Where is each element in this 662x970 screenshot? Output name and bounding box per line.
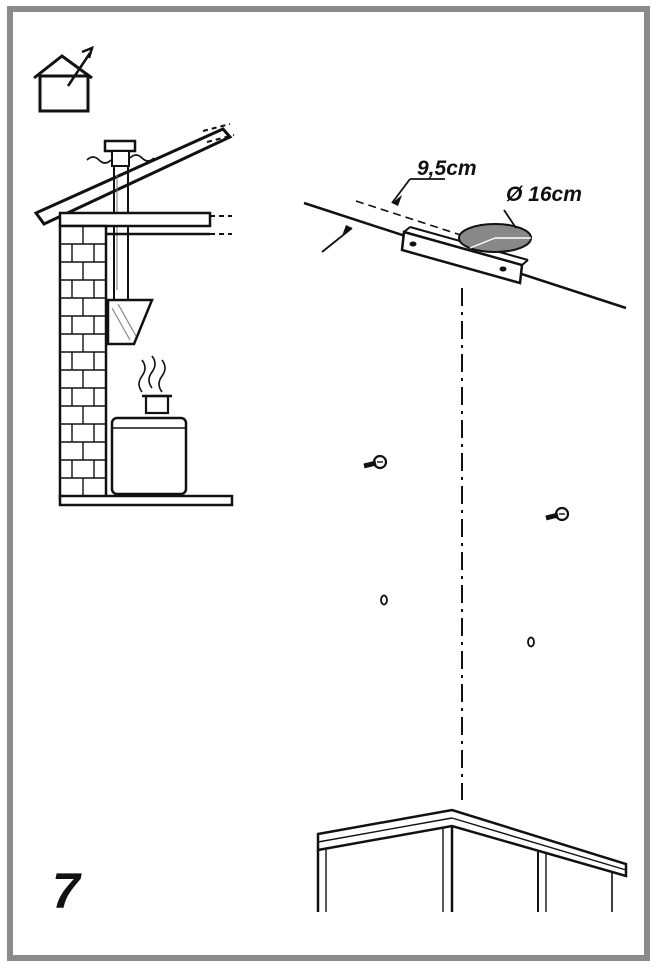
duct-diameter-label: Ø 16cm	[506, 183, 582, 206]
ducted-outside-vent-house-icon	[33, 45, 94, 113]
offset-dimension-label: 9,5cm	[417, 157, 477, 180]
screw-left-icon	[363, 454, 388, 470]
drill-hole-right-icon	[527, 636, 535, 648]
screw-right-icon	[545, 506, 570, 522]
drill-hole-left-icon	[380, 594, 388, 606]
step-number: 7	[52, 863, 80, 919]
building-section-illustration	[33, 123, 235, 507]
ceiling-mount-illustration	[303, 178, 628, 912]
